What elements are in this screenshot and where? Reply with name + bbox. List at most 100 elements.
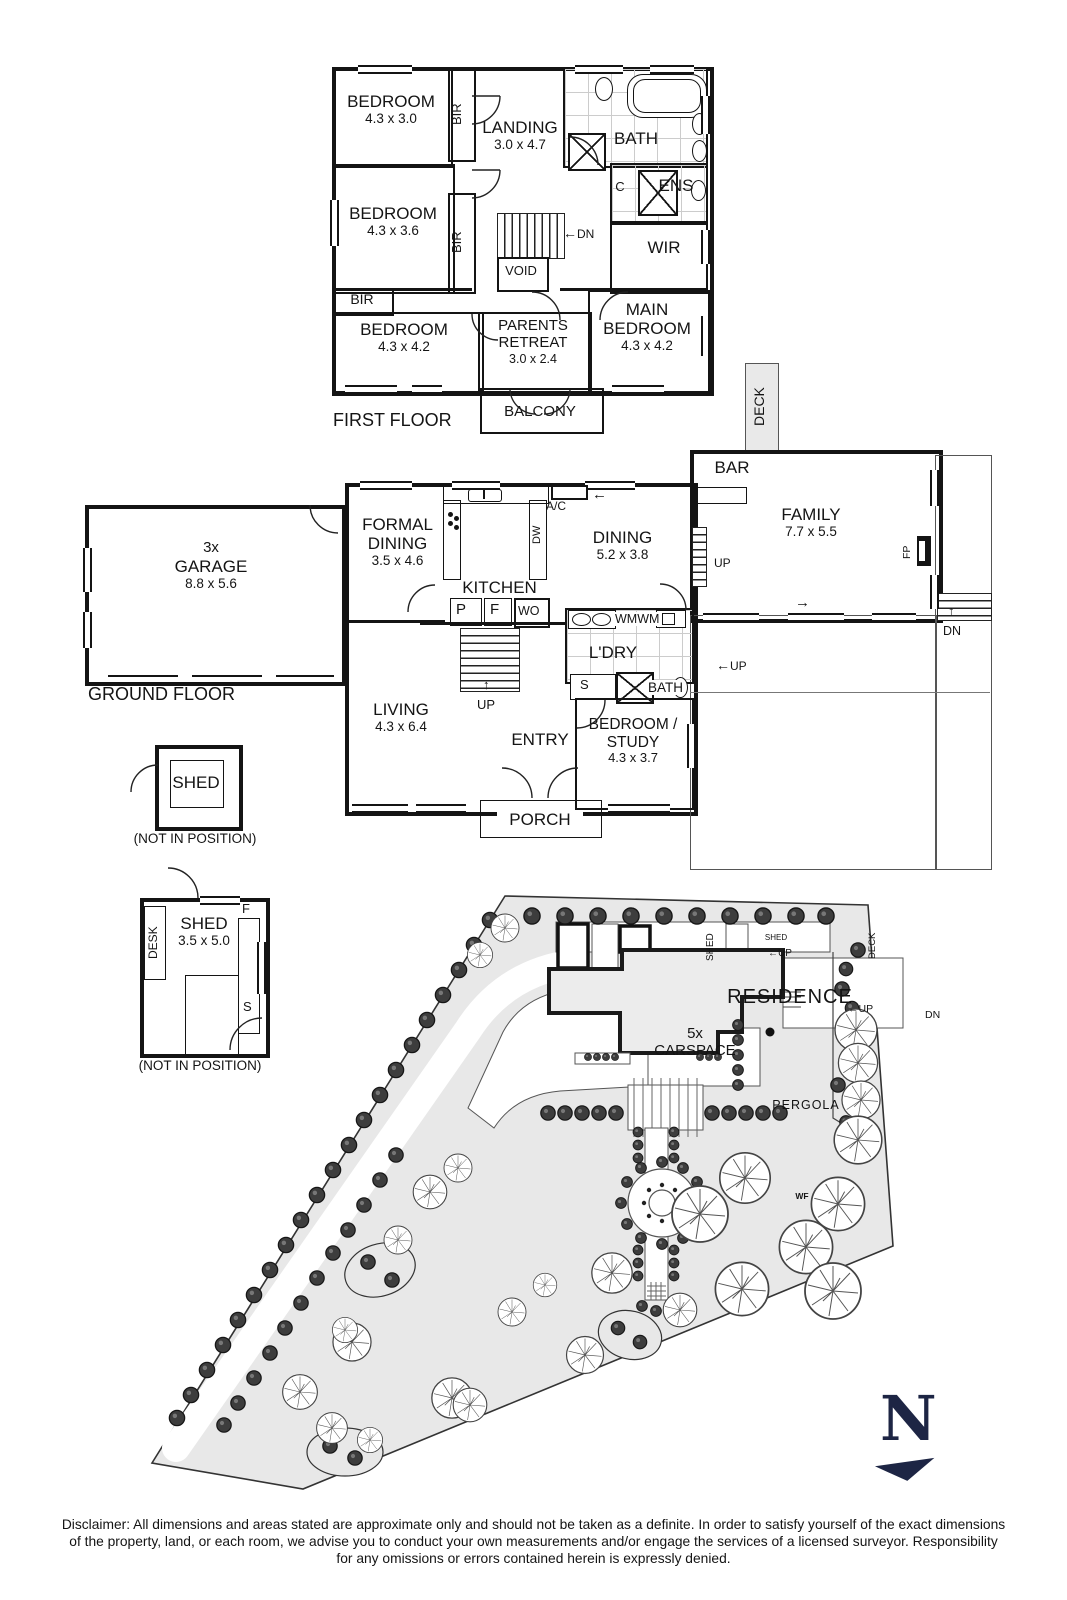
family-up-label: UP [714, 556, 731, 570]
ff-main-bedroom-label: MAIN BEDROOM 4.3 x 4.2 [590, 300, 704, 354]
window [276, 674, 334, 684]
shed-b-s-label: S [243, 999, 252, 1014]
shed-b-desk [144, 906, 166, 980]
gf-porch [480, 800, 602, 838]
window [329, 200, 339, 246]
ff-c-label: C [615, 179, 625, 194]
wall-oven-box [514, 598, 550, 628]
sliding-door-arrow: ← [592, 486, 607, 503]
fp-label: FP [901, 545, 913, 559]
gf-side-patio [935, 455, 992, 870]
stairs-up-label: UP [477, 697, 496, 712]
shed-a-note: (NOT IN POSITION) [133, 831, 257, 846]
room-name: 3x [203, 539, 219, 556]
ff-bedroom3-label: BEDROOM 4.3 x 4.2 [338, 320, 470, 354]
window [650, 64, 694, 74]
site-shed-vertical [556, 922, 590, 970]
toilet-icon [595, 77, 613, 101]
room-dims: 4.3 x 4.2 [378, 339, 430, 355]
site-dn-label: DN [925, 1009, 941, 1021]
up-text: UP [730, 659, 747, 673]
room-dims: 5.2 x 3.8 [596, 547, 649, 563]
tub-icon [592, 613, 611, 626]
sink-divider [483, 489, 485, 499]
deck-steps-dn [937, 593, 992, 621]
upper-deck-box: DECK [745, 363, 779, 451]
ff-landing-label: LANDING 3.0 x 4.7 [455, 118, 585, 152]
window [82, 548, 92, 592]
porch-label: PORCH [497, 810, 583, 830]
carspace-line: 5x [687, 1025, 703, 1042]
ff-stairs [497, 213, 565, 259]
room-dims: 4.3 x 3.0 [365, 111, 417, 127]
living-label: LIVING 4.3 x 6.4 [342, 700, 460, 734]
pantry-label: P [456, 601, 467, 618]
ff-void [497, 257, 549, 292]
carspace-line: CARSPACE [654, 1041, 736, 1059]
window [575, 64, 623, 74]
dn-text: DN [577, 227, 595, 241]
bathtub-inner [633, 79, 701, 113]
gf-bath-label: BATH [648, 680, 684, 696]
gf-rear-patio [690, 615, 937, 870]
room-dims: 4.3 x 3.7 [608, 750, 658, 765]
window [412, 384, 442, 394]
room-name: LIVING [373, 700, 429, 719]
window [345, 384, 397, 394]
stairs-arrow: ↑ [483, 677, 490, 692]
ac-label: A/C [546, 499, 567, 513]
tub-icon [572, 613, 591, 626]
dn-arrow-icon: ← [563, 225, 577, 241]
ground-floor-title: GROUND FLOOR [88, 684, 236, 704]
ff-bir3-label: BIR [350, 291, 374, 307]
shed-b-note: (NOT IN POSITION) [138, 1058, 262, 1073]
disclaimer-line: Disclaimer: All dimensions and areas sta… [61, 1517, 1006, 1532]
north-letter: N [880, 1382, 937, 1455]
patio-line [690, 692, 990, 694]
dn-arrow: ↑ [948, 603, 955, 618]
residence-label: RESIDENCE [727, 986, 853, 1008]
window [929, 470, 939, 506]
store-label: S [580, 677, 589, 692]
ff-wir-zone [610, 221, 708, 294]
up-arrow-icon: ← [768, 948, 778, 959]
window [686, 724, 696, 768]
ff-corridor-wall2 [560, 288, 706, 291]
main-stairs [460, 628, 520, 692]
living-wall [345, 620, 445, 623]
basin-icon [692, 140, 707, 162]
room-name: BEDROOM [347, 92, 435, 111]
ff-bedroom2-label: BEDROOM 4.3 x 3.6 [334, 204, 452, 238]
room-name: STUDY [606, 733, 660, 751]
fireplace-slot [919, 541, 925, 561]
shed-a-inner [170, 760, 224, 808]
kitchen-wall [420, 622, 566, 625]
wall-oven-label: WO [518, 604, 540, 618]
first-floor-title: FIRST FLOOR [333, 410, 452, 430]
window [352, 804, 408, 813]
room-name: FORMAL [362, 515, 433, 534]
up-text: UP [778, 948, 792, 959]
ff-balcony [480, 388, 604, 434]
room-name: BEDROOM [349, 204, 437, 223]
wf-label: WF [795, 1190, 809, 1201]
window [82, 612, 92, 648]
family-label: FAMILY 7.7 x 5.5 [750, 505, 872, 539]
site-up1-label: ←UP [768, 948, 792, 959]
room-name: BEDROOM [360, 320, 448, 339]
sink-icon [468, 488, 502, 502]
family-steps-up [692, 527, 707, 587]
study-label: BEDROOM / STUDY 4.3 x 3.7 [577, 716, 689, 766]
window [608, 804, 670, 813]
window [416, 804, 466, 813]
fridge-box [484, 598, 512, 626]
window [700, 96, 710, 134]
wm-label: WMWM [615, 612, 660, 627]
site-plan [150, 895, 904, 1490]
room-name: RETREAT [498, 333, 568, 351]
window [585, 480, 635, 490]
carspace-label: 5x CARSPACE [640, 1025, 750, 1060]
room-dims: 7.7 x 5.5 [785, 524, 837, 540]
pantry-box [450, 598, 482, 626]
